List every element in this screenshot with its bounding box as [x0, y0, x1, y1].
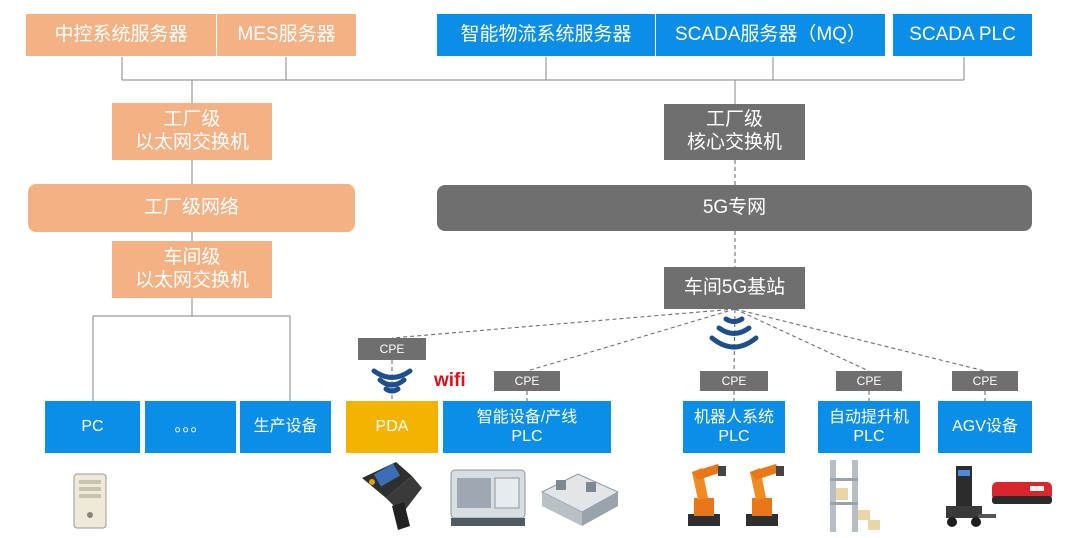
agv-forklift-icon — [946, 466, 996, 527]
agv-robot-icon — [992, 482, 1052, 504]
auto-lift-plc: 自动提升机 PLC — [818, 401, 920, 453]
automatic-lift-icon — [830, 460, 880, 532]
scada-mq-server: SCADA服务器（MQ） — [655, 14, 885, 56]
production-line-icon — [540, 473, 620, 526]
smart-device-plc: 智能设备/产线 PLC — [443, 401, 611, 453]
pc-tower-icon — [73, 473, 107, 529]
cpe-label-smart-plc: CPE — [494, 371, 560, 391]
wifi-label: wifi — [434, 370, 466, 391]
factory-network: 工厂级网络 — [28, 184, 355, 232]
cpe-label-pda: CPE — [358, 338, 426, 360]
wireless-signal-icon-pda — [371, 368, 413, 394]
smart-logistics-server: 智能物流系统服务器 — [437, 14, 655, 56]
agv-equipment: AGV设备 — [938, 401, 1032, 453]
workshop-5g-base-station: 车间5G基站 — [664, 267, 805, 309]
workshop-ethernet-switch: 车间级 以太网交换机 — [112, 241, 272, 298]
pda-terminal: PDA — [346, 401, 438, 453]
production-equipment: 生产设备 — [240, 401, 331, 453]
cpe-label-lift: CPE — [836, 371, 902, 391]
handheld-pda-icon — [362, 462, 422, 530]
mes-server: MES服务器 — [216, 14, 356, 56]
factory-ethernet-switch: 工厂级 以太网交换机 — [112, 103, 272, 160]
industrial-robot-icon — [688, 464, 726, 526]
factory-core-switch: 工厂级 核心交换机 — [664, 104, 805, 160]
cnc-machine-icon — [450, 469, 526, 526]
pc-terminal: PC — [45, 401, 140, 453]
robot-system-plc: 机器人系统 PLC — [683, 401, 785, 453]
industrial-robot-icon-2 — [746, 464, 784, 526]
central-control-server: 中控系统服务器 — [26, 14, 216, 56]
wireless-signal-icon-station — [709, 316, 759, 350]
cpe-label-agv: CPE — [952, 371, 1018, 391]
scada-plc-server: SCADA PLC — [893, 14, 1032, 56]
more-terminals: 。。。 — [145, 401, 236, 453]
private-5g-network: 5G专网 — [437, 185, 1032, 231]
cpe-label-robot: CPE — [700, 371, 768, 391]
